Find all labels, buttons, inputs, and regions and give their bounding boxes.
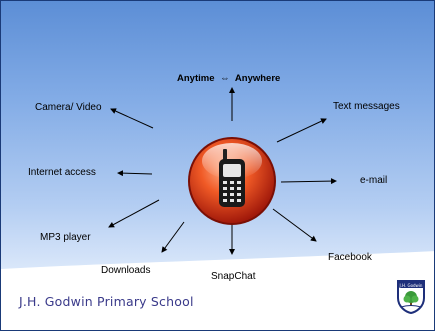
- text-messages-label: Text messages: [333, 101, 400, 112]
- anywhere-text: Anywhere: [234, 73, 281, 84]
- arrow-downloads: [161, 221, 185, 253]
- school-name: J.H. Godwin Primary School: [19, 294, 194, 309]
- arrow-text-messages: [276, 118, 327, 143]
- downloads-label: Downloads: [101, 265, 151, 276]
- snapchat-label: SnapChat: [211, 271, 256, 282]
- arrow-facebook: [272, 208, 317, 242]
- arrow-internet: [117, 170, 153, 177]
- internet-access-label: Internet access: [28, 167, 96, 178]
- anytime-text: Anytime: [177, 73, 215, 84]
- facebook-label: Facebook: [328, 252, 372, 263]
- email-label: e-mail: [360, 175, 388, 186]
- crest-text: J.H. Godwin: [399, 283, 423, 288]
- double-arrow-icon: ⇔: [220, 73, 230, 84]
- camera-video-label: Camera/ Video: [35, 102, 102, 113]
- mp3-player-label: MP3 player: [40, 232, 91, 243]
- arrow-mp3: [108, 199, 160, 228]
- arrow-camera: [110, 108, 154, 129]
- school-crest-icon: J.H. Godwin: [397, 280, 425, 314]
- anytime-anywhere-label: Anytime ⇔ Anywhere: [177, 73, 280, 84]
- arrow-email: [280, 178, 337, 185]
- mobile-phone-icon: [188, 137, 276, 225]
